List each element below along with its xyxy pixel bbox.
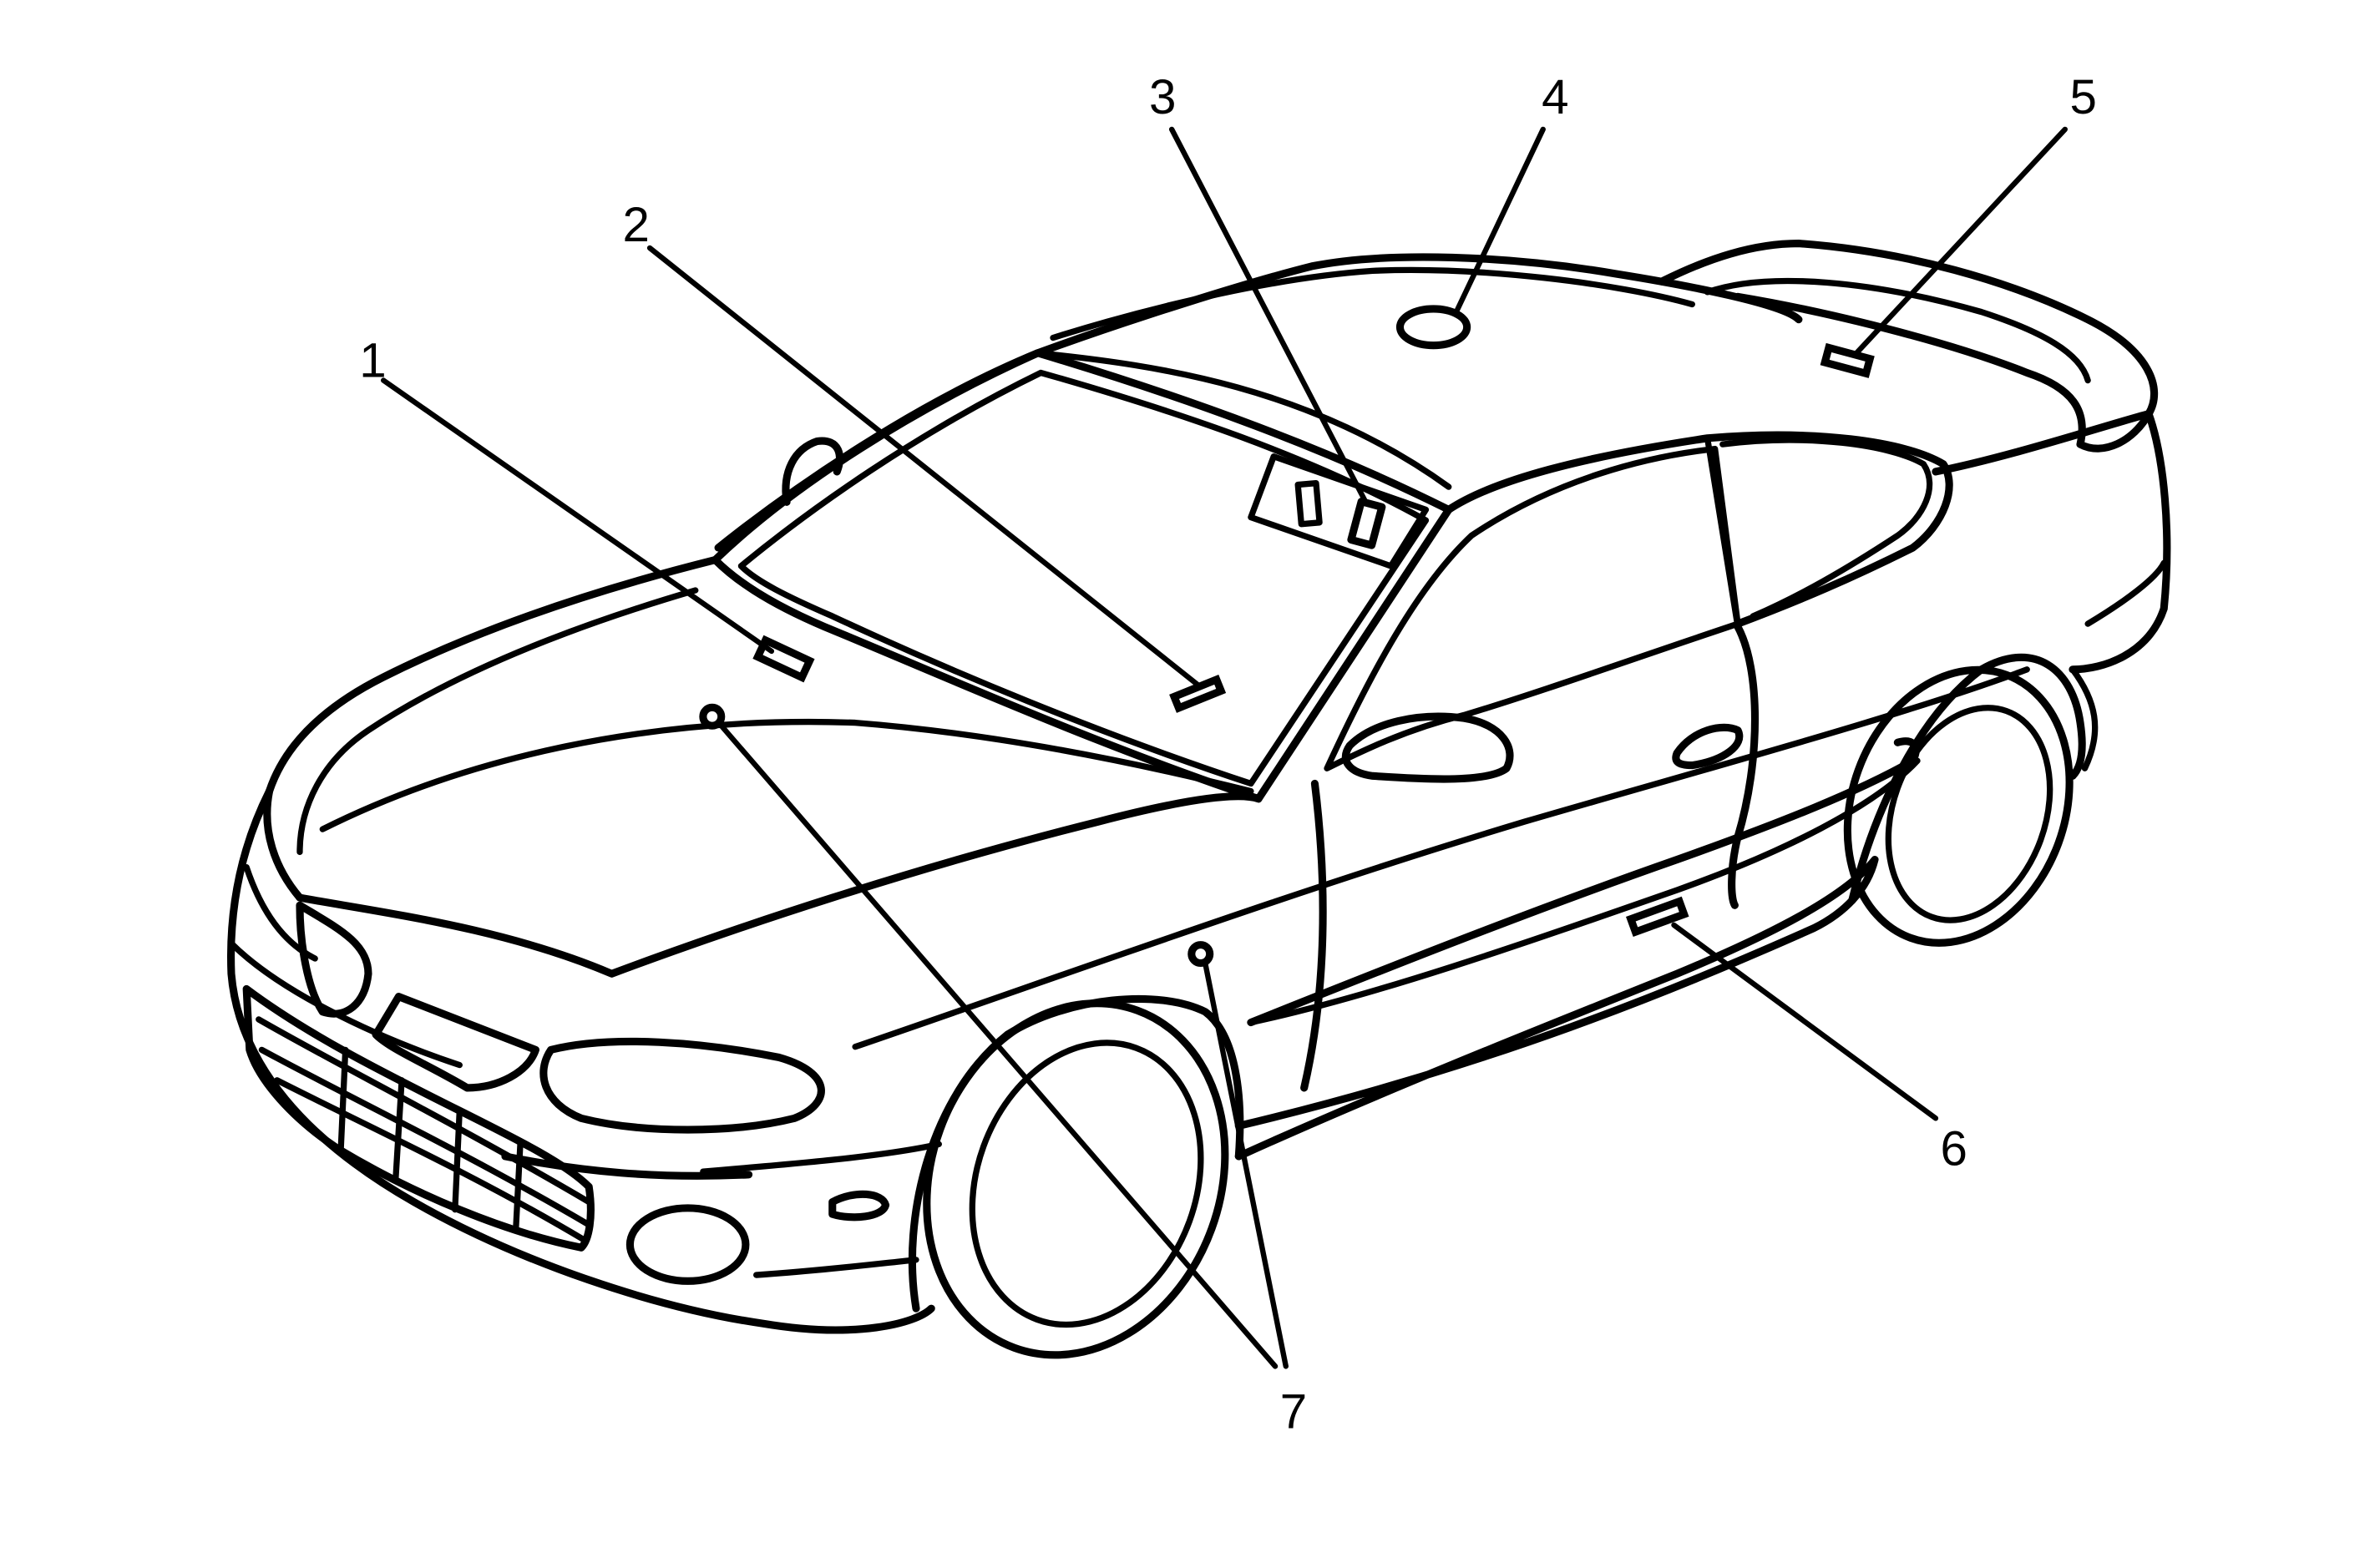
windshield-sticker-left — [1294, 479, 1323, 528]
grille-slats — [256, 1016, 592, 1243]
door-handle — [1672, 723, 1744, 770]
lower-body-front — [700, 1141, 942, 1278]
headlight-right — [372, 993, 539, 1092]
hood-front-edge — [296, 792, 1263, 978]
rear-wheel-arch — [1848, 653, 2086, 905]
label-marker-7a[interactable] — [699, 703, 726, 730]
roof-inner-line — [1035, 350, 1452, 490]
rear-tire — [1843, 665, 2074, 947]
rear-quarter — [1932, 410, 2171, 674]
a-pillar — [1445, 431, 1953, 628]
hood-crease-center — [319, 718, 1254, 832]
side-marker — [828, 1190, 890, 1222]
callout-number-6: 6 — [1941, 1121, 1967, 1176]
callout-number-4: 4 — [1542, 70, 1568, 124]
leader-line-1 — [381, 377, 775, 655]
label-marker-5[interactable] — [1820, 342, 1875, 378]
label-marker-4[interactable] — [1395, 305, 1471, 350]
hood-crease-left — [296, 587, 699, 856]
leader-line-5 — [1853, 126, 2068, 356]
label-marker-2[interactable] — [1169, 675, 1227, 713]
far-side-mirror — [782, 437, 843, 506]
callout-number-1: 1 — [359, 333, 386, 387]
leader-line-4 — [1453, 126, 1546, 315]
windshield-sticker-right — [1347, 498, 1386, 549]
callout-number-2: 2 — [622, 198, 649, 252]
leader-line-7a — [718, 723, 1279, 1369]
callout-numbers: 1 2 3 4 5 6 7 — [359, 70, 2097, 1439]
headlight-left — [296, 901, 372, 1018]
rocker-panel — [1234, 856, 1879, 1161]
door-front-edge — [1300, 779, 1327, 1092]
callout-number-3: 3 — [1149, 70, 1176, 124]
rear-spoiler — [1658, 240, 2159, 453]
rear-rim — [1885, 705, 2053, 923]
rear-bumper — [2069, 666, 2099, 771]
front-fascia-inner — [228, 864, 463, 1069]
hood-outline — [263, 556, 720, 902]
callout-number-5: 5 — [2069, 70, 2096, 124]
leader-line-6 — [1671, 922, 1939, 1121]
side-mirror — [1341, 712, 1514, 783]
body-side-upper — [852, 666, 2030, 1050]
windshield-sticker-area — [1248, 453, 1430, 569]
body-side-crease — [1247, 737, 1920, 1027]
callout-number-7: 7 — [1280, 1385, 1307, 1439]
car-illustration — [227, 240, 2171, 1359]
leader-line-2 — [646, 245, 1201, 688]
front-bumper-bottom — [501, 1152, 753, 1180]
label-marker-7b[interactable] — [1187, 941, 1214, 968]
label-markers — [699, 305, 1875, 968]
front-fascia — [227, 787, 935, 1334]
windshield-outline — [711, 349, 1453, 803]
roof-front-edge — [1050, 266, 1695, 341]
windshield-inner — [737, 369, 1430, 787]
front-rim — [969, 1040, 1204, 1328]
front-tire — [923, 999, 1229, 1359]
leader-line-7b — [1203, 960, 1289, 1369]
fog-lamp — [625, 1204, 750, 1285]
leader-line-3 — [1168, 126, 1370, 507]
b-pillar — [1704, 435, 1741, 630]
rear-quarter-line — [2084, 559, 2167, 627]
leader-lines — [381, 126, 2068, 1369]
rear-spoiler-inner — [1704, 277, 2091, 384]
headlamp-main — [539, 1037, 825, 1134]
body-side-crease-lower — [1248, 757, 1921, 1026]
side-window-rear — [1719, 437, 1933, 620]
door-rear-edge — [1728, 623, 1760, 909]
label-marker-6[interactable] — [1625, 896, 1689, 938]
